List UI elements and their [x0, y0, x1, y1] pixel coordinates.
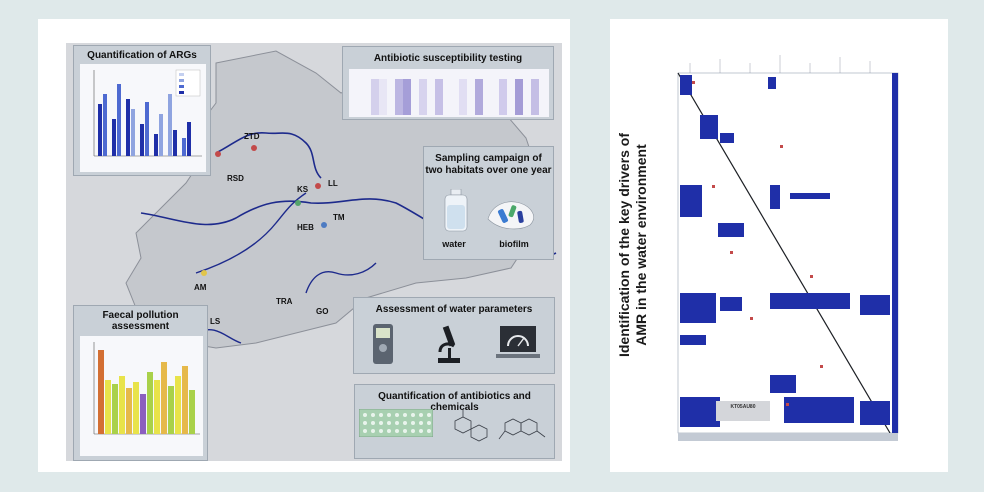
site-label-rsd: RSD — [227, 174, 244, 183]
matrix-inner-label: KT05AU80 — [730, 404, 756, 410]
site-label-ll: LL — [328, 179, 338, 188]
site-label-am: AM — [194, 283, 207, 292]
sampling-panel: Sampling campaign of two habitats over o… — [423, 146, 554, 260]
water-label: water — [442, 239, 466, 249]
site-label-ks: KS — [297, 185, 309, 194]
faecal-title-line1: Faecal pollution — [102, 310, 179, 321]
susceptibility-panel: Antibiotic susceptibility testing — [342, 46, 554, 120]
site-dot-ks — [295, 200, 301, 206]
correlation-matrix — [660, 45, 918, 445]
network-title: Identification of the key drivers of AMR… — [613, 55, 653, 435]
biofilm-icon — [487, 201, 534, 230]
site-dot-rsd — [215, 151, 221, 157]
water-bottle-icon — [444, 189, 468, 232]
faecal-title-line2: assessment — [111, 321, 170, 332]
water-params-panel: Assessment of water parameters — [353, 297, 555, 374]
site-label-tra: TRA — [276, 297, 293, 306]
chemicals-panel: Quantification of antibiotics and chemic… — [354, 384, 555, 459]
site-dot-ztd — [251, 145, 257, 151]
river-2 — [195, 192, 307, 274]
faecal-bar-chart — [80, 336, 203, 456]
site-label-ls: LS — [210, 317, 221, 326]
site-dot-am — [201, 270, 207, 276]
site-label-ztd: ZTD — [244, 132, 260, 141]
arg-panel-title: Quantification of ARGs — [87, 50, 197, 61]
site-dot-ll — [315, 183, 321, 189]
site-label-go: GO — [316, 307, 329, 316]
site-dot-heb — [321, 222, 327, 228]
arg-quantification-panel: Quantification of ARGs — [73, 45, 211, 176]
molecule-structures-icon — [454, 409, 546, 442]
river-1 — [215, 132, 322, 179]
sampling-title-line2: two habitats over one year — [425, 165, 552, 176]
water-params-title: Assessment of water parameters — [375, 304, 533, 315]
chemicals-title: Quantification of antibiotics and chemic… — [378, 391, 531, 413]
laptop-gauge-icon — [496, 326, 540, 358]
microscope-icon — [438, 325, 460, 363]
site-label-tm: TM — [333, 213, 345, 222]
site-label-heb: HEB — [297, 223, 314, 232]
network-title-line1: Identification of the key drivers of — [616, 132, 632, 358]
susceptibility-title: Antibiotic susceptibility testing — [373, 53, 523, 64]
biofilm-label: biofilm — [499, 239, 529, 249]
well-plate-icon — [359, 409, 433, 437]
network-title-line2: AMR in the water environment — [633, 144, 649, 346]
river-3 — [305, 262, 377, 294]
sampling-title-line1: Sampling campaign of — [435, 153, 542, 164]
susceptibility-heatmap — [349, 69, 549, 117]
multimeter-icon — [373, 324, 393, 364]
faecal-panel: Faecal pollution assessment — [73, 305, 208, 461]
arg-bar-chart — [80, 64, 206, 172]
